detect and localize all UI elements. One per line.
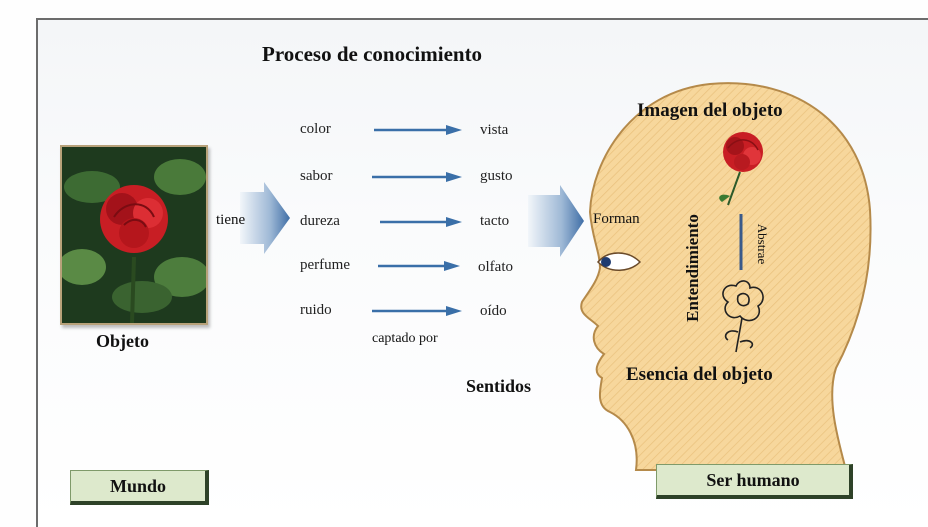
diagram-title: Proceso de conocimiento [262,42,483,66]
pupil [601,257,611,267]
property-perfume: perfume [300,257,350,273]
mundo-button[interactable]: Mundo [70,470,209,505]
rose-photo [60,145,208,325]
head-silhouette [580,82,872,471]
entendimiento-label: Entendimiento [683,214,702,322]
sense-gusto: gusto [480,168,513,184]
esencia-objeto-label: Esencia del objeto [626,364,773,385]
sense-arrows [372,125,462,316]
sense-olfato: olfato [478,259,513,275]
tiene-arrow [240,182,290,254]
frame-left-border [36,18,38,527]
ser-humano-button[interactable]: Ser humano [656,464,853,499]
sentidos-label: Sentidos [466,376,532,396]
sense-oido: oído [480,303,507,319]
imagen-objeto-label: Imagen del objeto [637,100,783,121]
property-sabor: sabor [300,168,333,184]
forman-arrow [528,185,584,257]
property-ruido: ruido [300,302,332,318]
rose-outline-icon [722,280,764,353]
sense-vista: vista [480,122,509,138]
objeto-label: Objeto [96,331,149,351]
frame-top-border [36,18,928,20]
forman-label: Forman [593,211,640,227]
rose-image-icon [719,132,763,206]
captado-por-label: captado por [372,331,438,346]
property-dureza: dureza [300,213,340,229]
sense-tacto: tacto [480,213,510,229]
property-color: color [300,121,331,137]
tiene-label: tiene [216,212,246,228]
abstrae-label: Abstrae [755,223,770,265]
